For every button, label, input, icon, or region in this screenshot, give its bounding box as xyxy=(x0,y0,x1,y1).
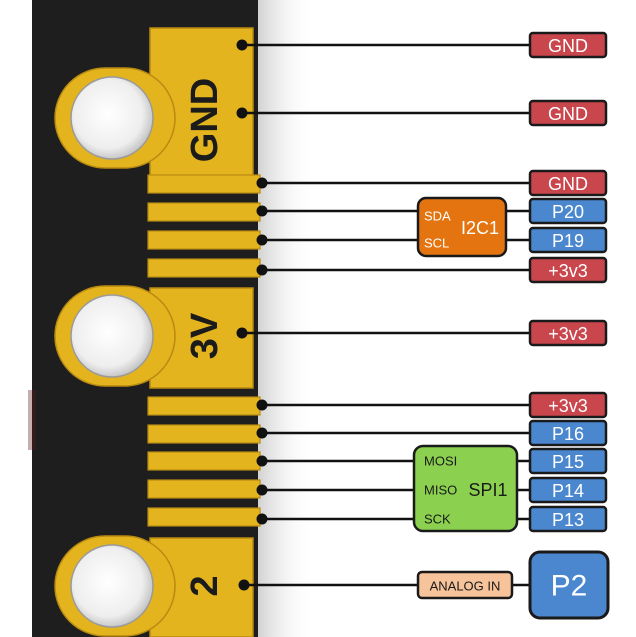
spi-name: SPI1 xyxy=(468,480,507,500)
analog-box-bg xyxy=(416,570,514,600)
pin-label-box xyxy=(528,419,608,447)
edge-finger xyxy=(147,424,261,444)
pin-label-box xyxy=(528,505,608,533)
pcb-led-glow xyxy=(28,390,36,450)
pin-label-text: P15 xyxy=(552,452,584,472)
spi-box-bg xyxy=(412,444,519,533)
pin-label-text: +3v3 xyxy=(548,261,588,281)
pin-dot xyxy=(256,399,268,411)
pin-dot xyxy=(236,327,248,339)
mounting-hole xyxy=(70,294,154,378)
pin-label-gnd-2: GND xyxy=(528,169,608,197)
pin-label-gnd-0: GND xyxy=(528,31,608,59)
pin-label-text: P20 xyxy=(552,202,584,222)
i2c-scl-label: SCL xyxy=(424,236,449,251)
mounting-hole xyxy=(70,544,154,628)
pin-dot xyxy=(256,513,268,525)
pin-label-p15-9: P15 xyxy=(528,447,608,475)
i2c-box-bg xyxy=(416,196,508,258)
edge-finger xyxy=(147,174,261,194)
pin-dot xyxy=(236,39,248,51)
pin-label-box xyxy=(528,550,610,620)
pin-label-text: +3v3 xyxy=(548,396,588,416)
pin-label-box xyxy=(528,226,608,254)
pin-label-text: P16 xyxy=(552,424,584,444)
pin-label-box xyxy=(528,256,608,284)
edge-finger xyxy=(147,451,261,471)
pin-label-box xyxy=(528,31,608,59)
pin-label-text: P19 xyxy=(552,231,584,251)
edge-finger xyxy=(147,258,261,278)
pin-label-3v3-6: +3v3 xyxy=(528,319,608,347)
mounting-hole xyxy=(70,76,154,160)
pin-dot xyxy=(256,234,268,246)
pin-dot xyxy=(256,427,268,439)
pin-label-text: P14 xyxy=(552,481,584,501)
pin-label-text: P2 xyxy=(551,570,588,603)
pin-label-text: GND xyxy=(548,104,588,124)
pin-dot xyxy=(256,177,268,189)
analog-box: ANALOG IN xyxy=(416,570,514,600)
pin-label-3v3-5: +3v3 xyxy=(528,256,608,284)
edge-finger xyxy=(147,479,261,499)
pin-label-p19-4: P19 xyxy=(528,226,608,254)
pin-dot xyxy=(256,264,268,276)
spi-box: MOSI MISO SCK SPI1 xyxy=(412,444,519,533)
pin-label-box xyxy=(528,391,608,419)
board-shadow xyxy=(255,0,315,637)
i2c-box: SDA SCL I2C1 xyxy=(416,196,508,258)
pin-label-text: +3v3 xyxy=(548,324,588,344)
spi-miso-label: MISO xyxy=(424,483,457,498)
edge-finger xyxy=(147,507,261,527)
pin-label-text: P13 xyxy=(552,510,584,530)
pin-label-p13-11: P13 xyxy=(528,505,608,533)
pin-label-3v3-7: +3v3 xyxy=(528,391,608,419)
pin-dot xyxy=(238,579,250,591)
pin-label-p16-8: P16 xyxy=(528,419,608,447)
pin-dot xyxy=(236,107,248,119)
pin-label-text: GND xyxy=(548,174,588,194)
pin-label-box xyxy=(528,197,608,225)
edge-finger xyxy=(147,230,261,250)
big-pad-label: GND xyxy=(184,78,226,162)
pin-label-box xyxy=(528,319,608,347)
big-pad-label: 3V xyxy=(184,312,226,359)
pin-label-box xyxy=(528,447,608,475)
i2c-sda-label: SDA xyxy=(424,209,451,224)
pin-label-p14-10: P14 xyxy=(528,476,608,504)
pin-label-text: GND xyxy=(548,36,588,56)
edge-connector: GND 3V 2 xyxy=(54,27,261,637)
pin-label-box xyxy=(528,99,608,127)
analog-name: ANALOG IN xyxy=(430,579,501,594)
i2c-name: I2C1 xyxy=(461,218,499,238)
spi-mosi-label: MOSI xyxy=(424,454,457,469)
pin-label-p2-12: P2 xyxy=(528,550,610,620)
edge-finger xyxy=(147,396,261,416)
pin-label-box xyxy=(528,169,608,197)
big-pad-label: 2 xyxy=(184,575,226,596)
spi-sck-label: SCK xyxy=(424,512,451,527)
pin-label-box xyxy=(528,476,608,504)
pin-dot xyxy=(256,455,268,467)
pin-dot xyxy=(256,484,268,496)
pin-dot xyxy=(256,205,268,217)
pin-label-p20-3: P20 xyxy=(528,197,608,225)
pin-label-gnd-1: GND xyxy=(528,99,608,127)
edge-finger xyxy=(147,202,261,222)
